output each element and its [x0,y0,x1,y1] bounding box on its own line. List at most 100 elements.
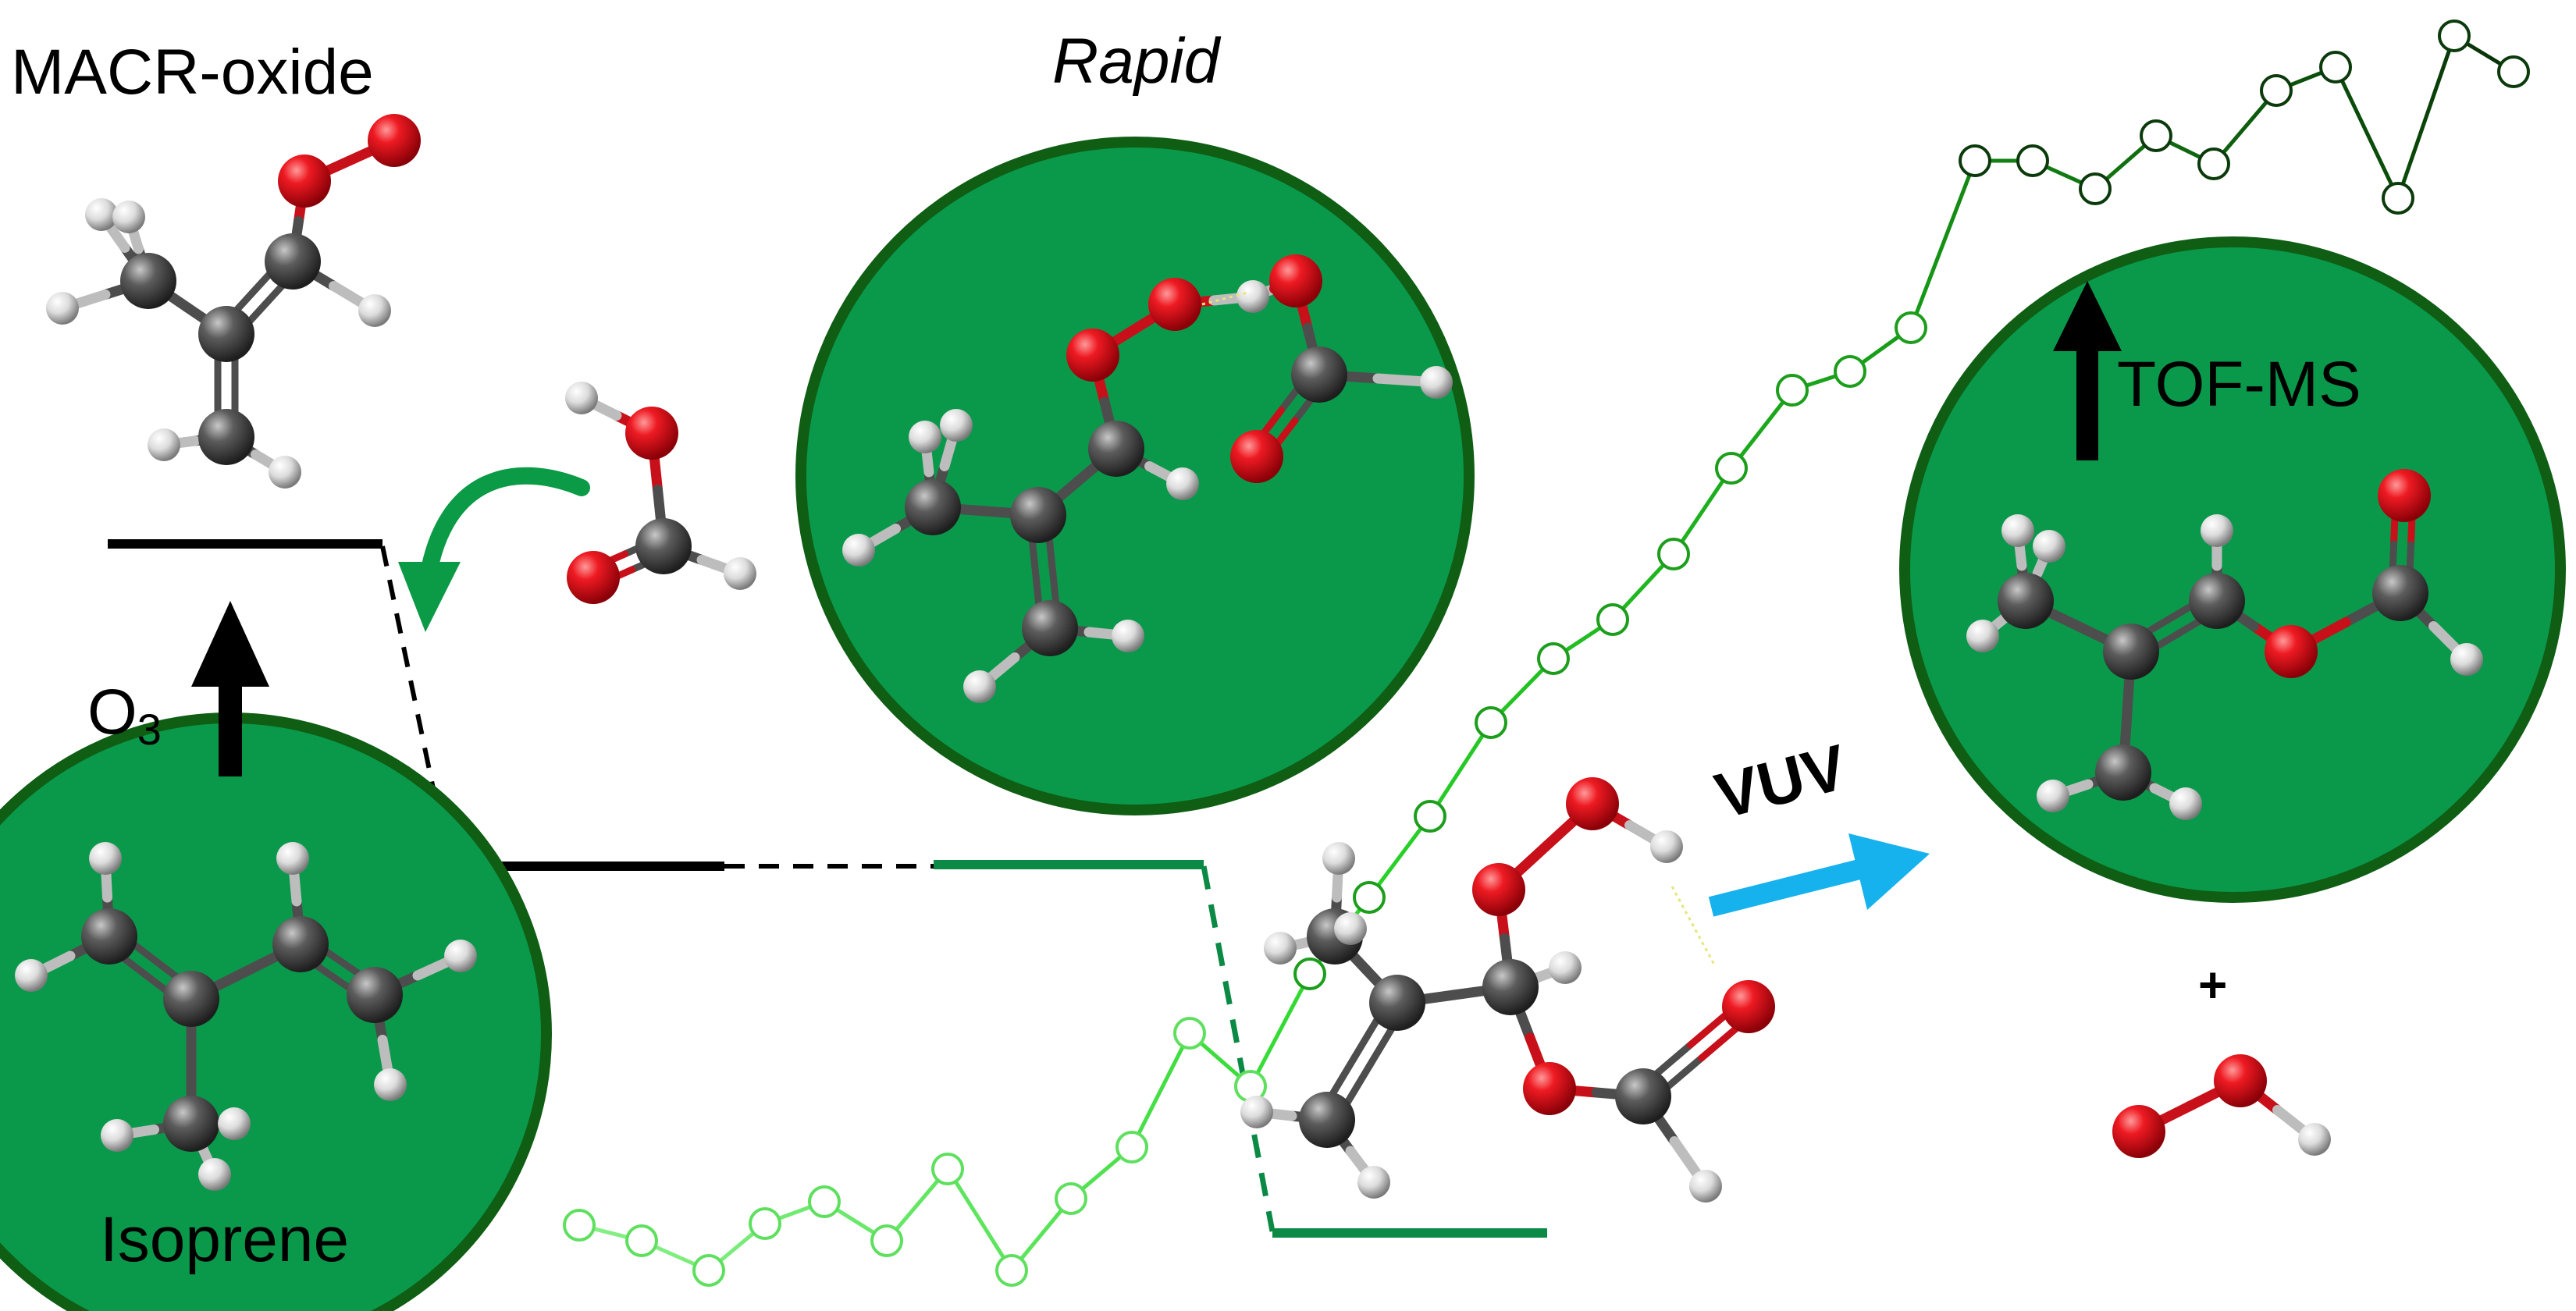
trace-marker [1895,311,1927,344]
hydrogen-atom [1322,842,1355,875]
oxygen-atom [1722,980,1775,1033]
hydrogen-atom [1166,467,1199,500]
hydrogen-atom [15,959,48,992]
hydrogen-atom [85,198,118,231]
trace-marker [1293,957,1326,990]
oxygen-atom [2112,1105,2165,1158]
trace-marker [870,1224,903,1257]
hydrogen-atom [1236,280,1269,313]
hydrogen-atom [2298,1123,2331,1156]
oxygen-atom [2378,469,2431,522]
hydrogen-bond-line [1201,291,1248,306]
carbon-atom [1299,1092,1355,1148]
hydrogen-atom [1334,912,1367,945]
hydrogen-atom [89,842,122,875]
carbon-atom [1369,975,1425,1031]
trace-marker [2319,51,2352,83]
carbon-atom [1291,346,1347,403]
hydrogen-atom [276,842,309,875]
arrow-up-icon [2053,281,2122,460]
trace-marker [1715,452,1748,485]
product-circle [1899,236,2566,903]
carbon-atom [1088,421,1144,477]
arrow-right-icon [1708,833,1930,917]
carbon-atom [1010,487,1066,543]
hydrogen-atom [2169,787,2202,820]
oxygen-atom [1566,777,1619,830]
crotyl-peroxide-molecule [1240,777,1775,1203]
carbon-atom [198,409,254,465]
hydrogen-atom [374,1068,407,1101]
carbon-atom [265,233,321,290]
hydrogen-atom [198,1158,231,1191]
energy-connector-dashed [380,545,451,864]
hydrogen-atom [909,421,941,453]
trace-marker [1115,1131,1148,1164]
trace-marker [2140,119,2172,152]
trace-marker [749,1207,781,1240]
carbon-atom [163,971,219,1027]
energy-connector-green-dashed [1201,865,1276,1232]
trace-marker [1657,538,1690,570]
isoprene-label: Isoprene [100,1204,350,1275]
oxygen-atom [368,114,421,167]
hydrogen-atom [444,940,477,972]
hydrogen-bond-line [1670,886,1716,965]
plus-sign: + [2198,957,2228,1013]
hydrogen-atom [101,1119,133,1152]
hydrogen-atom [724,557,756,590]
trace-marker [625,1224,658,1257]
energy-level-diagram [108,539,1547,1238]
oxygen-atom [1230,430,1283,483]
arrow-up-icon [191,601,269,776]
carbon-atom [1615,1068,1671,1124]
hydroperoxyl-radical-molecule [2112,1054,2331,1158]
curved-arrow-icon [398,467,590,632]
hydrogen-atom [1357,1166,1390,1199]
oxygen-atom [2214,1054,2267,1107]
hydrogen-atom [112,201,145,233]
oxygen-atom [1523,1062,1576,1115]
carbon-atom [163,1096,219,1152]
trace-marker [2079,172,2112,205]
macr-oxide-molecule [46,114,421,489]
hydrogen-atom [963,670,996,703]
hydrogen-atom [1966,620,1999,652]
oxygen-atom [567,551,620,604]
carbon-atom [2103,624,2159,680]
hydrogen-atom [1549,951,1582,984]
trace-marker [2497,55,2530,88]
hydrogen-atom [2037,780,2069,812]
hydrogen-atom [1650,830,1683,863]
trace-marker [1353,881,1386,914]
carbon-atom [198,306,254,362]
tof-ms-label: TOF-MS [2117,349,2361,420]
hydrogen-atom [1240,1096,1273,1128]
trace-marker [808,1185,841,1218]
trace-marker [2197,147,2230,180]
tof-ms-signal-trace [563,20,2530,1287]
hydrogen-atom [46,292,79,325]
rapid-complex-molecule [842,254,1453,703]
carbon-atom [1022,600,1078,656]
rapid-circle [795,137,1475,815]
carbon-atom [635,518,692,574]
carbon-atom [2372,565,2428,621]
rapid-label: Rapid [1052,26,1220,97]
trace-marker [1776,374,1809,407]
hydrogen-atom [565,382,598,414]
carbon-atom [347,967,403,1023]
trace-marker [563,1209,596,1242]
oxygen-atom [1148,278,1201,331]
oxygen-atom [1066,329,1119,382]
carbon-atom [272,916,329,972]
oxygen-atom [278,155,331,208]
hydrogen-atom [358,294,391,327]
hydrogen-atom [940,409,973,442]
hydrogen-atom [148,428,180,461]
hydrogen-atom [2201,514,2233,547]
molecules [15,114,2483,1203]
hydrogen-atom [2001,514,2034,547]
oxygen-atom [625,407,678,460]
